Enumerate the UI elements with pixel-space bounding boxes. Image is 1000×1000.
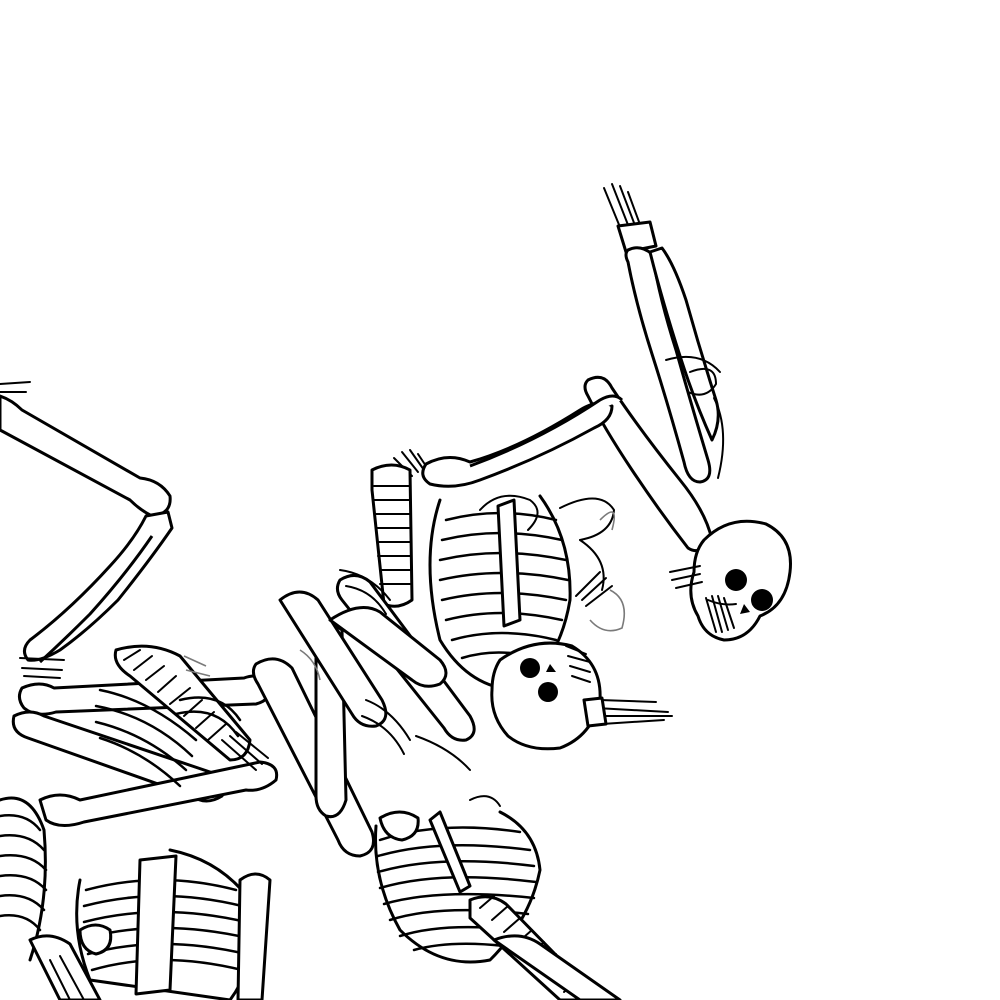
- shoulder-joint: [78, 923, 113, 956]
- skull-upper-right: [689, 519, 792, 642]
- eye-socket-icon: [751, 589, 773, 611]
- ribcage-bottom-center: [374, 810, 542, 964]
- ribcage-far-left: [0, 796, 48, 962]
- skeleton-bottom-center: [374, 795, 622, 1000]
- hand-icon: [221, 731, 269, 771]
- ribcage-left: [94, 688, 242, 788]
- spine-left: [113, 644, 252, 762]
- humerus-bone: [0, 394, 172, 518]
- clavicle-joint: [378, 810, 420, 842]
- sternum-bone: [496, 498, 522, 628]
- nasal-cavity-icon: [740, 604, 750, 614]
- spine-center-left: [370, 463, 414, 608]
- raised-hand-icon: [603, 183, 658, 254]
- nasal-cavity-icon: [546, 664, 556, 672]
- eye-socket-icon: [538, 682, 558, 702]
- skeleton-bottom-left: [0, 796, 272, 1000]
- sternum-bone: [428, 810, 472, 894]
- left-edge-hand-icon: [0, 381, 31, 393]
- outstretched-hand-icon: [582, 696, 673, 728]
- sternum-bone: [134, 854, 178, 996]
- skeleton-upper-right: [583, 183, 792, 642]
- skeleton-left: [0, 381, 279, 827]
- forearm-bone: [23, 510, 174, 662]
- eye-socket-icon: [520, 658, 540, 678]
- ribcage-center: [428, 494, 572, 692]
- eye-socket-icon: [725, 569, 747, 591]
- crossed-limbs-middle: [251, 569, 471, 858]
- skull-center: [490, 641, 602, 751]
